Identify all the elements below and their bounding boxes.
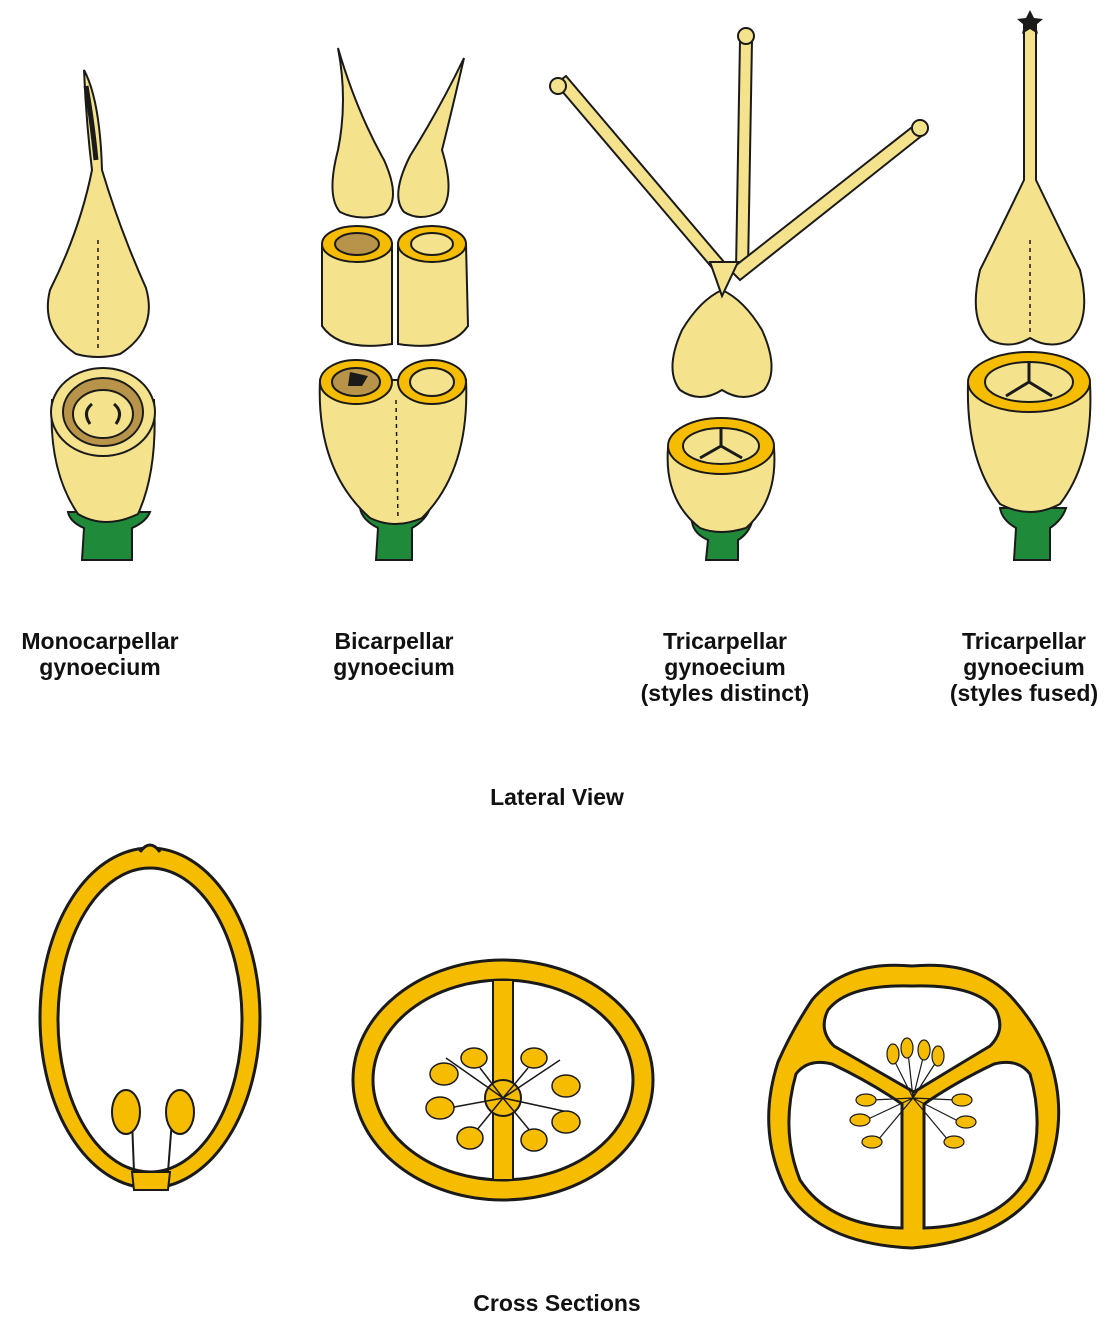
lateral-view-title: Lateral View <box>457 784 657 811</box>
label-bicarpellar: Bicarpellar gynoecium <box>304 628 484 680</box>
tri-d-upper <box>672 290 771 397</box>
label-line: (styles distinct) <box>620 680 830 706</box>
mono-cs-wall-inner <box>58 868 242 1172</box>
label-line: gynoecium <box>934 654 1114 680</box>
label-tricarpellar-fused: Tricarpellar gynoecium (styles fused) <box>934 628 1114 706</box>
label-tricarpellar-distinct: Tricarpellar gynoecium (styles distinct) <box>620 628 830 706</box>
bi-left-style <box>332 48 393 218</box>
tri-d-stigma-mid <box>738 28 754 44</box>
mono-cs-ovule-left <box>112 1090 140 1134</box>
tri-d-style-right <box>730 124 924 280</box>
cross-sections-title: Cross Sections <box>437 1290 677 1317</box>
bi-right-cyl-top-inner <box>411 233 453 255</box>
label-line: gynoecium <box>10 654 190 680</box>
label-line: gynoecium <box>304 654 484 680</box>
bicarpellar-cross-section <box>353 960 653 1200</box>
tri-d-stigma-right <box>912 120 928 136</box>
label-line: Bicarpellar <box>304 628 484 654</box>
bi-left-cyl-top-inner <box>335 233 379 255</box>
label-line: Tricarpellar <box>934 628 1114 654</box>
mono-locule-inner <box>73 390 133 438</box>
mono-cs-ovule-right <box>166 1090 194 1134</box>
tricarpellar-cross-section <box>769 965 1059 1248</box>
bi-right-style <box>398 58 464 217</box>
mono-cs-ridge <box>140 845 160 852</box>
tricarpellar-distinct-lateral <box>550 28 928 560</box>
bi-right-cut-inner <box>410 368 454 396</box>
label-line: gynoecium <box>620 654 830 680</box>
tri-f-stem <box>1000 508 1066 560</box>
label-line: (styles fused) <box>934 680 1114 706</box>
label-monocarpellar: Monocarpellar gynoecium <box>10 628 190 680</box>
mono-cs-placenta <box>132 1172 170 1190</box>
tri-d-style-mid <box>736 40 752 270</box>
tricarpellar-fused-lateral <box>968 10 1091 560</box>
tri-d-neck <box>710 262 738 296</box>
monocarpellar-cross-section <box>40 845 260 1190</box>
label-line: Monocarpellar <box>10 628 190 654</box>
tri-d-style-left <box>556 76 724 270</box>
tri-d-stigma-left <box>550 78 566 94</box>
label-line: Tricarpellar <box>620 628 830 654</box>
bicarpellar-lateral <box>320 48 468 560</box>
monocarpellar-lateral <box>48 70 155 560</box>
